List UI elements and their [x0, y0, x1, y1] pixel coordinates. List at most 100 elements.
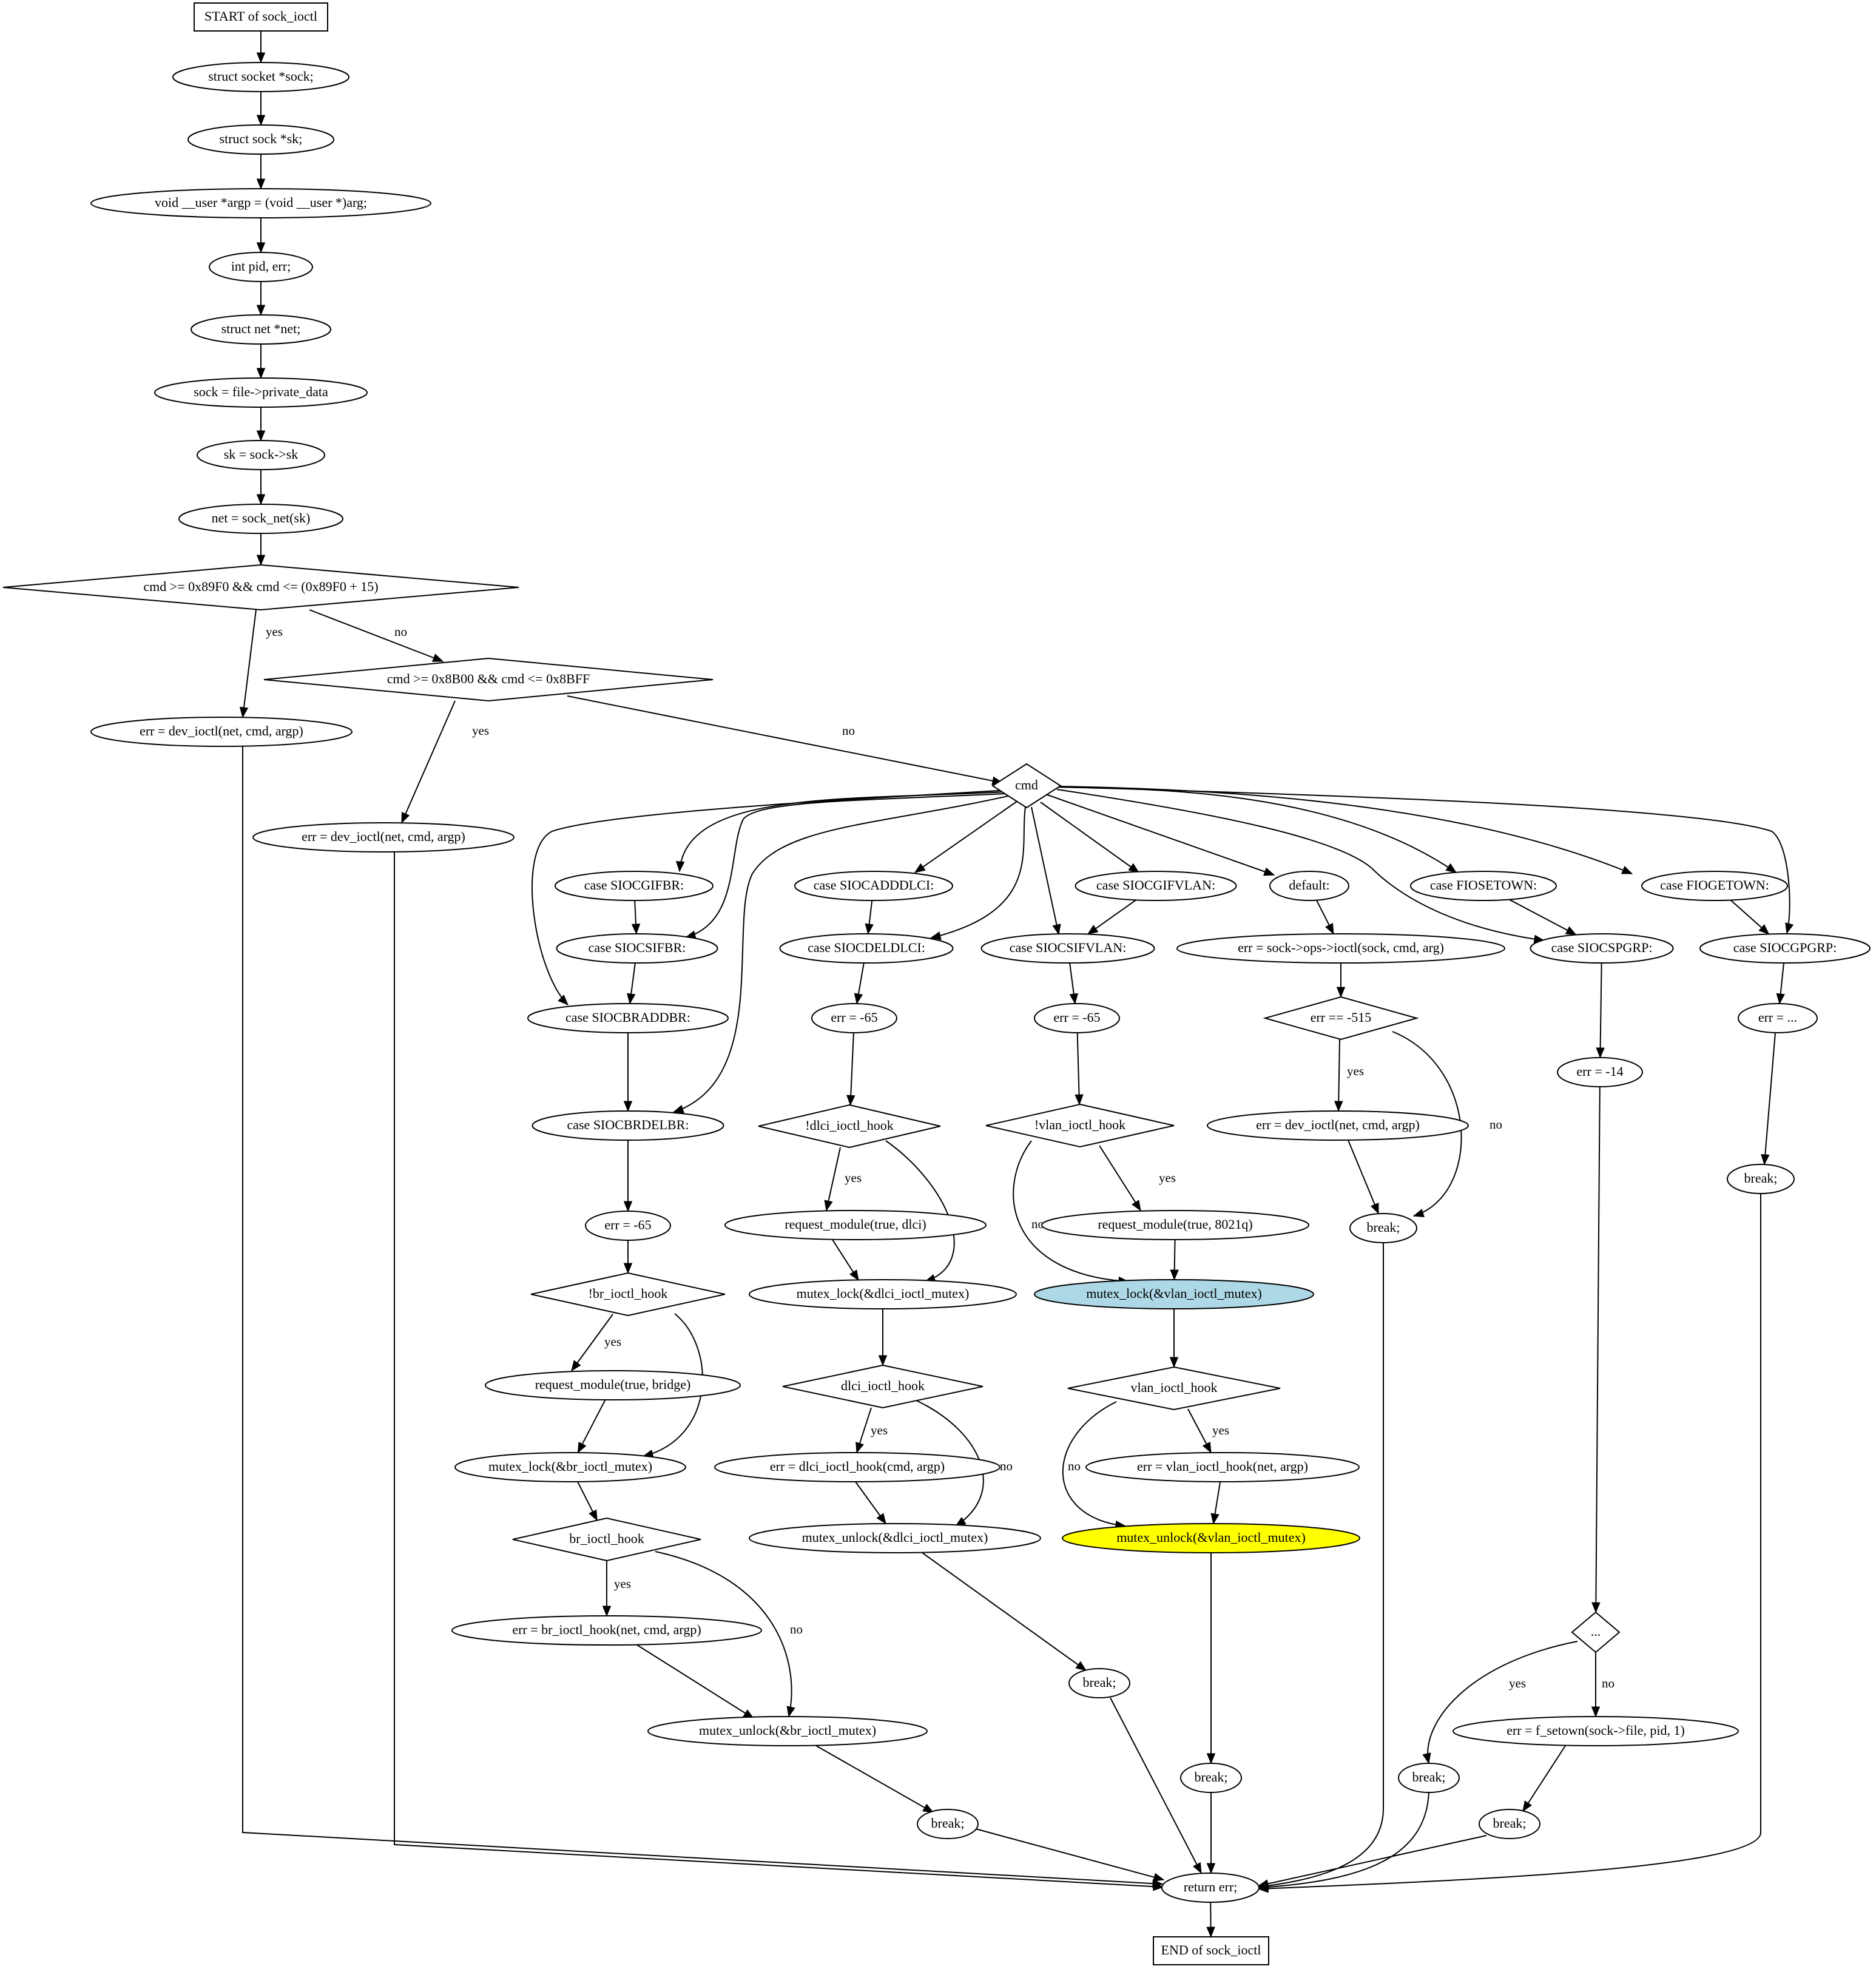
edge-label-yes: yes	[604, 1334, 621, 1349]
edge-dl5-to-dl6	[922, 1552, 1087, 1671]
node-label: vlan_ioctl_hook	[1131, 1380, 1218, 1395]
node-d2: cmd >= 0x8B00 && cmd <= 0x8BFF	[263, 657, 714, 702]
edge-label-no: no	[790, 1622, 803, 1636]
statement-ellipse	[454, 1452, 686, 1482]
edge-n3-to-n4	[256, 218, 266, 254]
arrow-head	[256, 178, 266, 190]
edge-line	[673, 794, 1014, 1113]
edge-line	[1258, 1194, 1761, 1890]
node-c2: case SIOCSIFBR:	[556, 933, 718, 964]
arrow-head	[672, 1104, 684, 1113]
edge-sw-to-c12	[1058, 786, 1633, 874]
edge-p3-to-p4	[1522, 1745, 1566, 1812]
arrow-head	[1591, 1706, 1601, 1718]
edge-sw-to-c9	[1042, 792, 1275, 876]
edge-vd2-to-v4: yes	[1187, 1408, 1229, 1454]
node-label: err = ...	[1758, 1010, 1797, 1025]
edge-c13-to-g1	[1776, 962, 1785, 1005]
node-b2: request_module(true, bridge)	[485, 1370, 741, 1400]
statement-ellipse	[1479, 1809, 1540, 1839]
node-f3: break;	[1349, 1213, 1417, 1243]
node-dd2: dlci_ioctl_hook	[782, 1364, 984, 1409]
node-label: err = -14	[1576, 1064, 1623, 1079]
edge-sw-to-c6	[930, 806, 1026, 941]
decision-diamond	[985, 1103, 1175, 1148]
statement-ellipse	[451, 1615, 762, 1646]
node-p4: break;	[1479, 1809, 1540, 1839]
arrow-head	[922, 1803, 934, 1813]
node-c13: case SIOCGPGRP:	[1699, 933, 1871, 964]
edge-label-no: no	[1602, 1676, 1615, 1690]
statement-ellipse	[485, 1370, 741, 1400]
statement-ellipse	[811, 1003, 897, 1033]
edge-line	[914, 799, 1020, 873]
arrow-head	[1075, 1094, 1084, 1106]
edge-line	[394, 852, 1164, 1888]
arrow-head	[824, 1200, 833, 1212]
box-shape	[1153, 1936, 1269, 1965]
node-f2: err = dev_ioctl(net, cmd, argp)	[1207, 1110, 1469, 1141]
edge-line	[1258, 1792, 1429, 1888]
statement-ellipse	[1398, 1763, 1460, 1793]
node-dl3: mutex_lock(&dlci_ioctl_mutex)	[749, 1279, 1017, 1309]
edge-n2-to-n3	[256, 154, 266, 190]
edge-v1-to-vd1	[1075, 1032, 1084, 1106]
node-g1: err = ...	[1738, 1003, 1818, 1033]
edge-n6-to-n7	[256, 407, 266, 442]
edge-label-yes: yes	[266, 624, 283, 639]
node-label: request_module(true, 8021q)	[1098, 1217, 1252, 1232]
statement-ellipse	[556, 933, 718, 964]
edge-c8-to-v1	[1069, 962, 1078, 1005]
node-label: err = f_setown(sock->file, pid, 1)	[1507, 1723, 1685, 1738]
edge-v2-to-v3	[1170, 1239, 1179, 1281]
edges-layer: yesnoyesnoyesnoyesnoyesnoyesnoyesnoyesno…	[239, 31, 1794, 1938]
arrow-head	[1324, 923, 1334, 935]
statement-ellipse	[779, 933, 954, 964]
node-c11: case SIOCSPGRP:	[1530, 933, 1674, 964]
statement-ellipse	[714, 1452, 1000, 1482]
arrow-head	[1621, 865, 1633, 874]
arrow-head	[1206, 1863, 1216, 1874]
node-n5: struct net *net;	[191, 314, 331, 345]
edge-c10-to-c11	[1509, 899, 1577, 936]
edge-line	[1099, 1145, 1141, 1211]
node-label: mutex_unlock(&vlan_ioctl_mutex)	[1116, 1530, 1306, 1545]
node-label: case SIOCBRADDBR:	[565, 1010, 690, 1025]
edge-label-yes: yes	[614, 1576, 631, 1591]
node-d1: cmd >= 0x89F0 && cmd <= (0x89F0 + 15)	[2, 564, 519, 611]
edge-label-no: no	[842, 723, 855, 738]
edge-c11-to-p1	[1596, 962, 1605, 1059]
arrow-head	[1565, 926, 1577, 936]
node-p2: break;	[1398, 1763, 1460, 1793]
node-label: err = dev_ioctl(net, cmd, argp)	[1256, 1117, 1420, 1132]
edge-line	[1595, 1086, 1601, 1613]
arrow-head	[1371, 1202, 1379, 1215]
statement-ellipse	[1068, 1668, 1130, 1698]
node-dl5: mutex_unlock(&dlci_ioctl_mutex)	[749, 1523, 1041, 1553]
arrow-head	[855, 1442, 864, 1454]
node-label: cmd >= 0x8B00 && cmd <= 0x8BFF	[387, 671, 590, 686]
edge-label-yes: yes	[472, 723, 489, 738]
arrow-head	[571, 1360, 581, 1372]
statement-ellipse	[1075, 871, 1237, 901]
edge-line	[1522, 1745, 1566, 1812]
arrow-head	[1522, 1800, 1533, 1812]
edge-line	[1764, 1032, 1776, 1165]
edge-b4-to-b5	[636, 1644, 755, 1719]
statement-ellipse	[252, 822, 515, 853]
edge-v3-to-vd2	[1169, 1309, 1179, 1368]
edge-g1-to-g2	[1761, 1032, 1776, 1166]
edge-n1-to-n2	[256, 92, 266, 126]
decision-diamond	[758, 1104, 941, 1149]
edge-line	[975, 1828, 1164, 1880]
node-v4: err = vlan_ioctl_hook(net, argp)	[1085, 1452, 1360, 1482]
edge-d1-to-d2: no	[309, 609, 444, 662]
decision-diamond	[263, 657, 714, 702]
arrow-head	[577, 1442, 587, 1454]
node-label: mutex_lock(&vlan_ioctl_mutex)	[1086, 1286, 1262, 1301]
statement-ellipse	[1641, 871, 1788, 901]
node-label: break;	[1744, 1170, 1778, 1186]
node-label: break;	[1493, 1815, 1527, 1831]
edge-line	[1040, 802, 1139, 873]
statement-ellipse	[1062, 1523, 1360, 1553]
